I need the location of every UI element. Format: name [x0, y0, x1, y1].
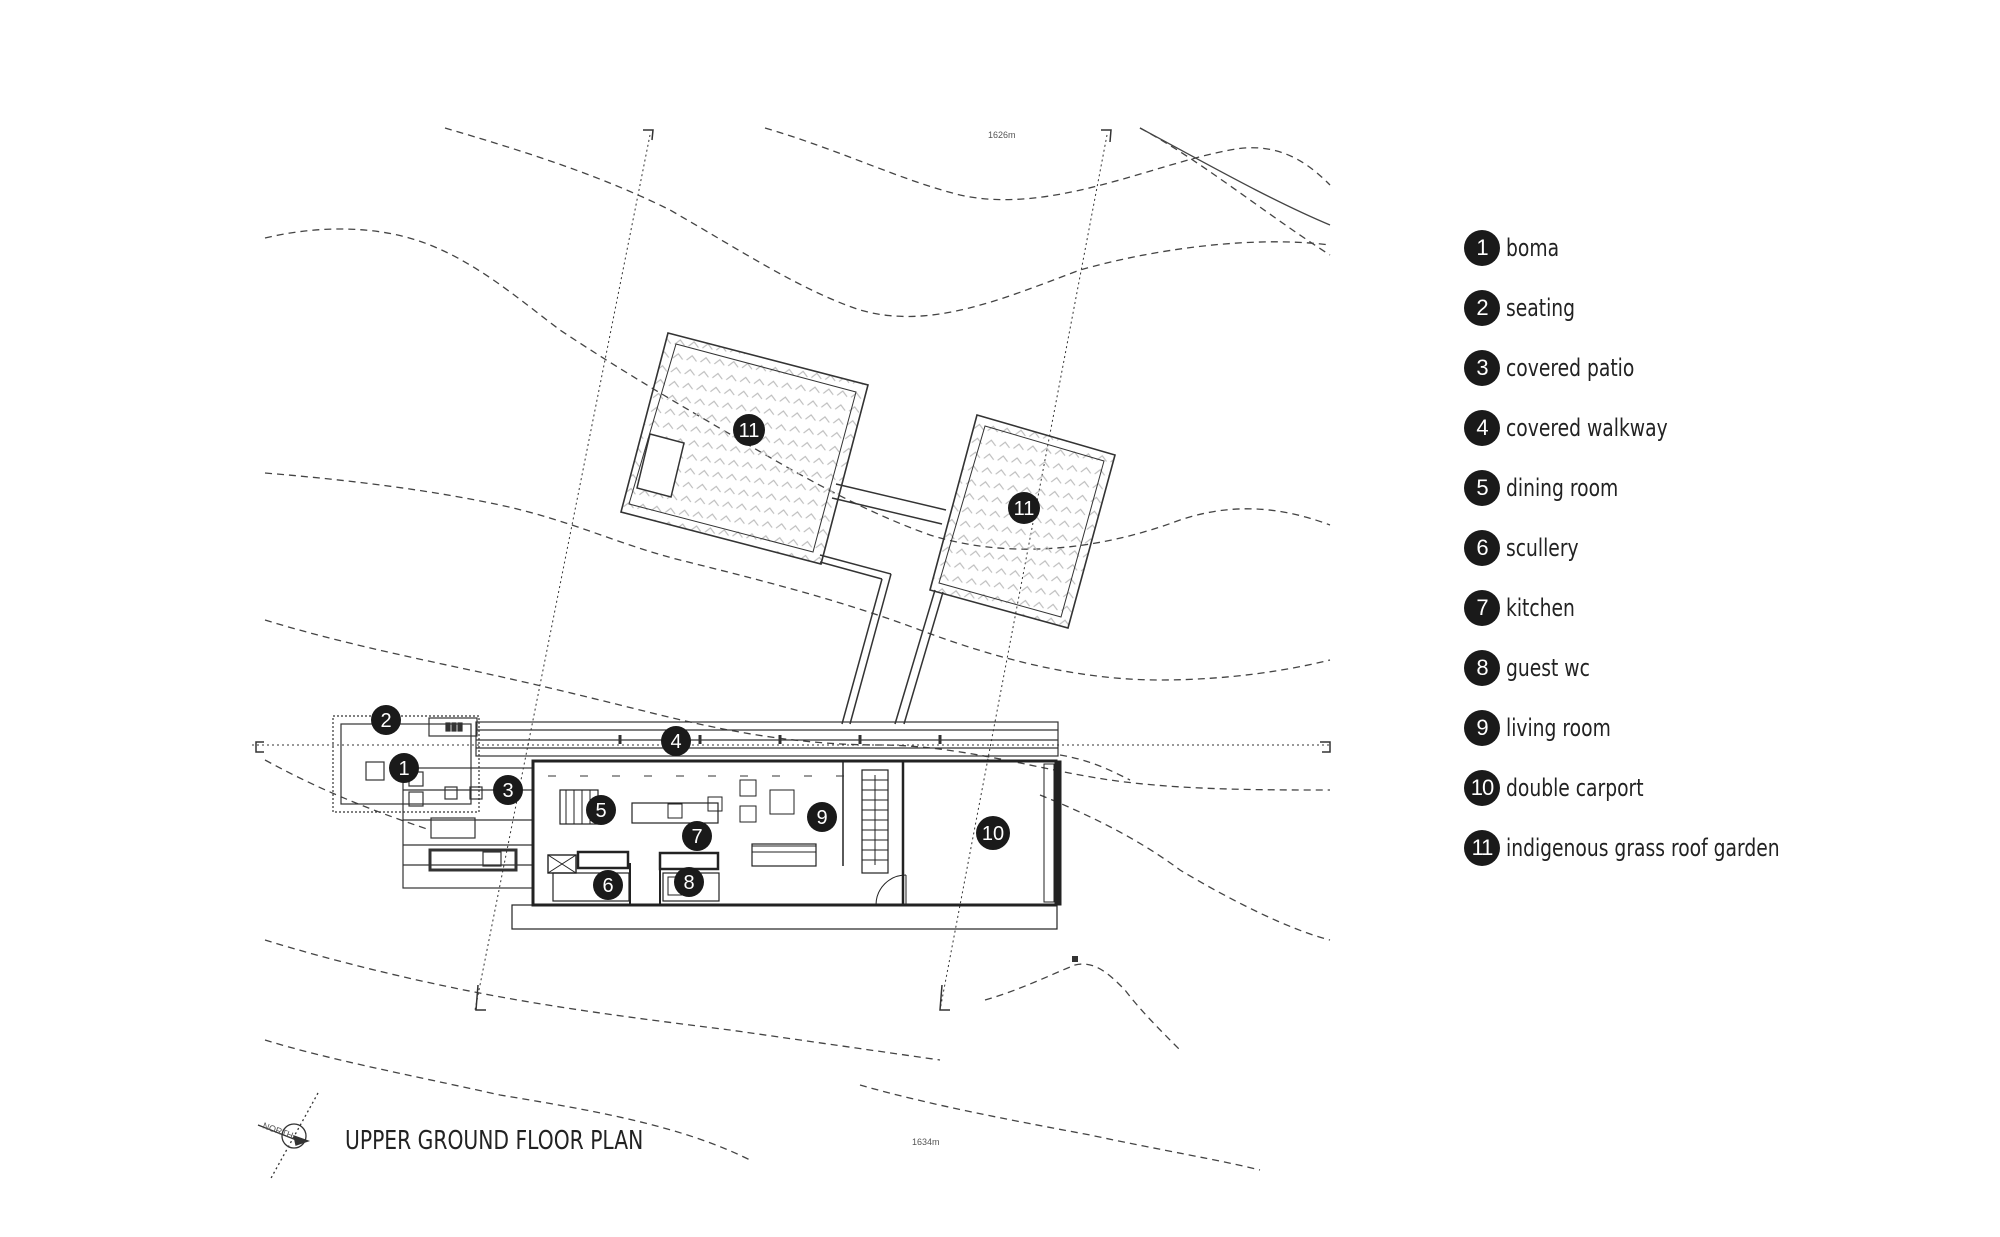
marker-7: 7	[682, 821, 712, 851]
marker-11b: 11	[1008, 492, 1040, 524]
legend-number-badge: 4	[1464, 410, 1500, 446]
legend-label: living room	[1506, 714, 1611, 742]
legend-number-badge: 6	[1464, 530, 1500, 566]
legend-number-badge: 7	[1464, 590, 1500, 626]
svg-text:7: 7	[691, 826, 702, 848]
legend-number-badge: 10	[1464, 770, 1500, 806]
legend-number-badge: 8	[1464, 650, 1500, 686]
svg-text:4: 4	[670, 731, 681, 753]
legend-item: 9 living room	[1464, 710, 1944, 746]
svg-text:2: 2	[380, 710, 391, 732]
covered-walkway	[475, 721, 1059, 757]
legend-label: covered walkway	[1506, 414, 1668, 442]
marker-5: 5	[586, 795, 616, 825]
svg-text:1: 1	[398, 758, 409, 780]
svg-text:8: 8	[683, 872, 694, 894]
legend-label: seating	[1506, 294, 1576, 322]
plan-title: UPPER GROUND FLOOR PLAN	[345, 1126, 644, 1156]
north-arrow-icon: NORTH	[257, 1092, 319, 1181]
legend-item: 3 covered patio	[1464, 350, 1944, 386]
legend-number-badge: 2	[1464, 290, 1500, 326]
marker-4: 4	[661, 726, 691, 756]
boma-deck	[332, 715, 480, 813]
marker-6: 6	[593, 870, 623, 900]
marker-8: 8	[674, 867, 704, 897]
marker-2: 2	[371, 705, 401, 735]
legend: 1 boma 2 seating 3 covered patio 4 cover…	[1464, 230, 1944, 890]
svg-text:9: 9	[816, 807, 827, 829]
contour-label-upper: 1626m	[988, 130, 1016, 140]
svg-text:6: 6	[602, 875, 613, 897]
legend-label: covered patio	[1506, 354, 1635, 382]
legend-label: double carport	[1506, 774, 1644, 802]
legend-number-badge: 3	[1464, 350, 1500, 386]
legend-label: dining room	[1506, 474, 1619, 502]
legend-number-badge: 1	[1464, 230, 1500, 266]
legend-number-badge: 9	[1464, 710, 1500, 746]
contour-lines	[264, 127, 1331, 1171]
legend-label: guest wc	[1506, 654, 1590, 682]
svg-text:NORTH: NORTH	[261, 1120, 294, 1140]
plan-markers: 1 2 3 4 5 6 7 8	[371, 414, 1040, 900]
grid-markers	[255, 129, 1331, 1011]
marker-10: 10	[976, 816, 1010, 850]
site-marker	[1072, 956, 1078, 962]
legend-label: kitchen	[1506, 594, 1575, 622]
marker-11a: 11	[733, 414, 765, 446]
legend-item: 1 boma	[1464, 230, 1944, 266]
legend-item: 10 double carport	[1464, 770, 1944, 806]
contour-label-lower: 1634m	[912, 1137, 940, 1147]
svg-text:3: 3	[502, 780, 513, 802]
walkway-links	[819, 483, 947, 725]
grid-lines	[252, 134, 1330, 1011]
legend-item: 5 dining room	[1464, 470, 1944, 506]
legend-item: 11 indigenous grass roof garden	[1464, 830, 1944, 866]
roof-garden-a	[620, 332, 869, 565]
legend-label: boma	[1506, 234, 1560, 262]
legend-number-badge: 5	[1464, 470, 1500, 506]
svg-text:10: 10	[982, 823, 1004, 845]
legend-item: 7 kitchen	[1464, 590, 1944, 626]
marker-3: 3	[493, 775, 523, 805]
svg-text:11: 11	[1014, 498, 1035, 520]
marker-9: 9	[807, 802, 837, 832]
legend-label: scullery	[1506, 534, 1579, 562]
legend-item: 4 covered walkway	[1464, 410, 1944, 446]
legend-label: indigenous grass roof garden	[1506, 834, 1780, 862]
main-house	[511, 759, 1062, 930]
legend-item: 8 guest wc	[1464, 650, 1944, 686]
legend-item: 2 seating	[1464, 290, 1944, 326]
svg-text:11: 11	[739, 420, 760, 442]
svg-text:5: 5	[595, 800, 606, 822]
legend-item: 6 scullery	[1464, 530, 1944, 566]
marker-1: 1	[389, 753, 419, 783]
legend-number-badge: 11	[1464, 830, 1500, 866]
